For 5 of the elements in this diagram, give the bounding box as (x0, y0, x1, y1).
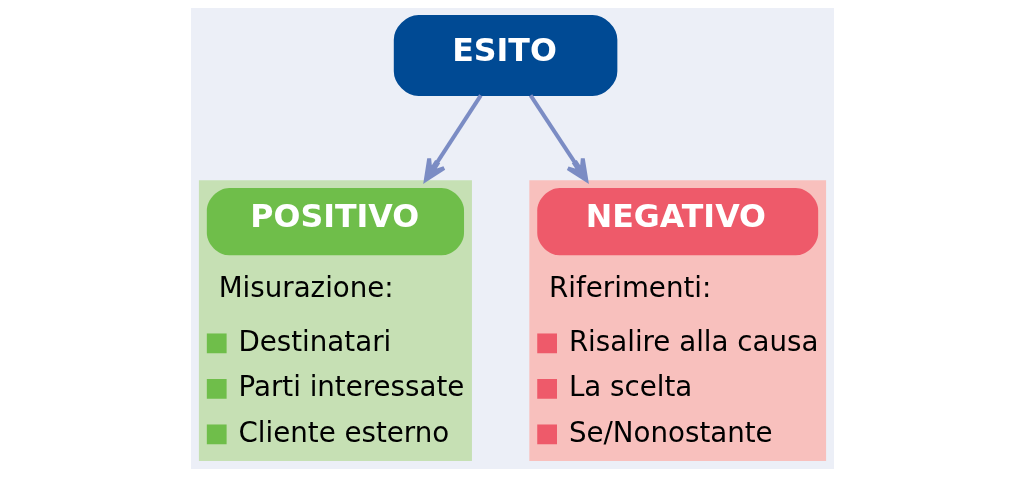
arrow (423, 94, 482, 182)
node-box: POSITIVO Misurazione: Destinatari Parti interessate Cliente esterno (198, 180, 472, 462)
node-box: NEGATIVO Riferimenti: Risalire alla causa La scelta Se/Nonostante (528, 180, 826, 462)
arrow (528, 94, 588, 182)
node-box: ESITO (393, 14, 617, 97)
